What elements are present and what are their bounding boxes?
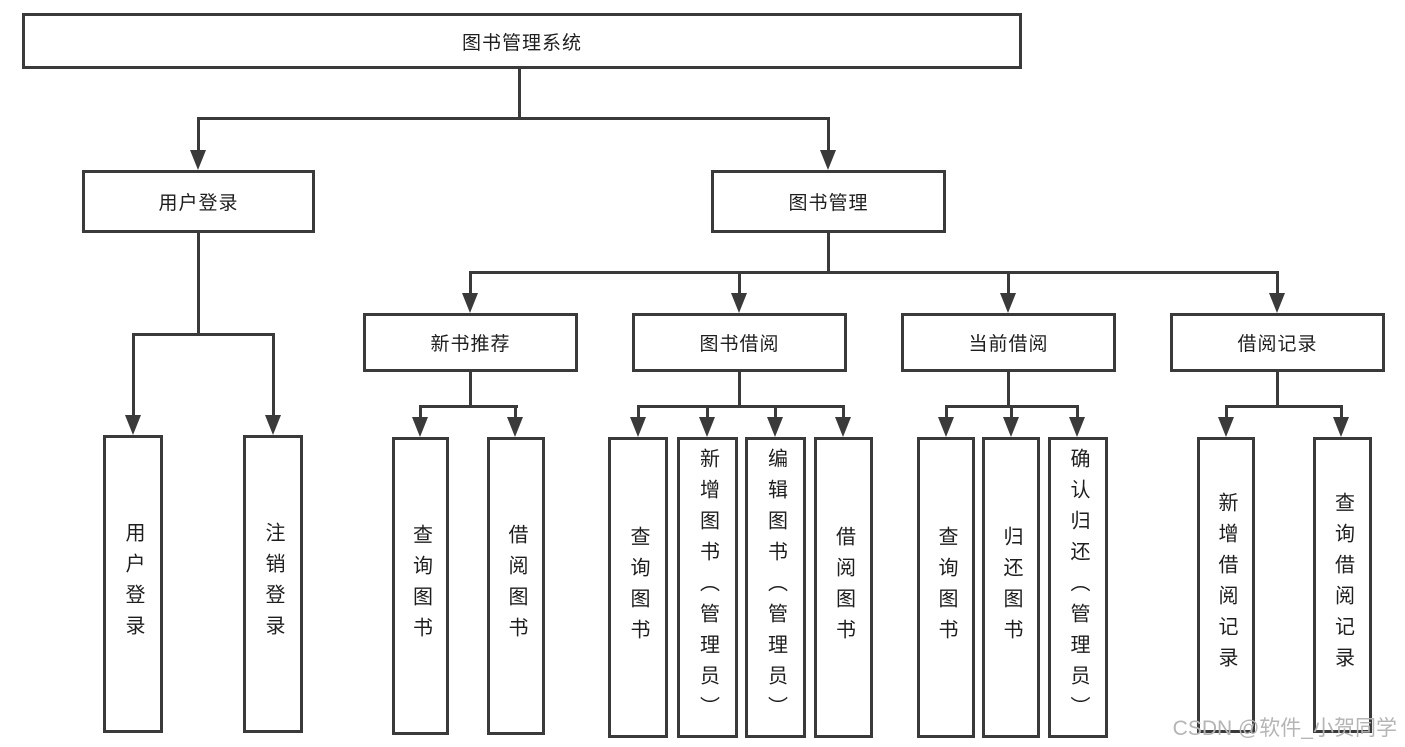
leaf-label: 归还图书	[1000, 525, 1022, 650]
node-label: 借阅记录	[1237, 334, 1318, 355]
connector-line	[706, 405, 709, 419]
connector-line	[738, 271, 741, 295]
connector-line	[1276, 372, 1279, 407]
arrowhead-down-icon	[699, 417, 715, 437]
connector-line	[1276, 271, 1279, 295]
connector-line	[132, 333, 275, 336]
connector-line	[637, 405, 845, 408]
connector-line	[1076, 405, 1079, 419]
connector-line	[842, 405, 845, 419]
node-book-management: 图书管理	[711, 170, 946, 233]
leaf-confirm-return-admin: 确认归还（管理员）	[1048, 437, 1108, 738]
leaf-label: 新增借阅记录	[1215, 492, 1237, 678]
node-label: 新书推荐	[430, 334, 511, 355]
arrowhead-down-icon	[462, 293, 478, 313]
leaf-label: 查询图书	[409, 524, 432, 648]
leaf-label: 查询借阅记录	[1331, 492, 1354, 678]
node-user-login: 用户登录	[82, 170, 315, 233]
leaf-label: 查询图书	[935, 525, 957, 650]
csdn-watermark: CSDN @软件_小贺同学	[1172, 717, 1397, 740]
connector-line	[637, 405, 640, 419]
node-new-book-recommendation: 新书推荐	[363, 313, 578, 372]
connector-line	[738, 372, 741, 407]
node-label: 用户登录	[158, 193, 239, 214]
connector-line	[1007, 372, 1010, 407]
connector-line	[469, 271, 1279, 274]
leaf-label: 确认归还（管理员）	[1067, 448, 1089, 727]
node-book-management-system: 图书管理系统	[22, 13, 1022, 69]
arrowhead-down-icon	[630, 417, 646, 437]
arrowhead-down-icon	[1333, 417, 1349, 437]
connector-line	[827, 117, 830, 154]
arrowhead-down-icon	[1003, 417, 1019, 437]
node-label: 当前借阅	[968, 334, 1049, 355]
leaf-query-books: 查询图书	[392, 437, 449, 735]
arrowhead-down-icon	[507, 417, 523, 437]
connector-line	[469, 372, 472, 407]
arrowhead-down-icon	[1218, 417, 1234, 437]
arrowhead-down-icon	[1269, 293, 1285, 313]
leaf-edit-books-admin: 编辑图书（管理员）	[745, 437, 806, 738]
leaf-add-books-admin: 新增图书（管理员）	[677, 437, 738, 738]
node-label: 图书管理系统	[461, 32, 582, 54]
leaf-borrow-books: 借阅图书	[487, 437, 545, 735]
arrowhead-down-icon	[1069, 417, 1085, 437]
node-current-borrowing: 当前借阅	[901, 313, 1116, 372]
connector-line	[827, 233, 830, 273]
leaf-label: 用户登录	[122, 522, 144, 646]
connector-line	[774, 405, 777, 419]
leaf-label: 借阅图书	[505, 524, 527, 648]
leaf-label: 新增图书（管理员）	[696, 448, 719, 727]
arrowhead-down-icon	[835, 417, 851, 437]
node-label: 图书借阅	[699, 334, 780, 355]
leaf-add-borrow-record: 新增借阅记录	[1197, 437, 1255, 733]
leaf-label: 查询图书	[627, 525, 649, 650]
connector-line	[469, 271, 472, 295]
connector-line	[419, 405, 518, 408]
leaf-logout: 注销登录	[243, 435, 303, 733]
arrowhead-down-icon	[412, 417, 428, 437]
connector-line	[272, 333, 275, 417]
node-borrowing-records: 借阅记录	[1170, 313, 1385, 372]
leaf-label: 借阅图书	[832, 525, 855, 650]
connector-line	[132, 333, 135, 417]
leaf-borrow-books-2: 借阅图书	[814, 437, 873, 738]
arrowhead-down-icon	[938, 417, 954, 437]
arrowhead-down-icon	[731, 293, 747, 313]
arrowhead-down-icon	[1000, 293, 1016, 313]
node-label: 图书管理	[788, 193, 869, 214]
arrowhead-down-icon	[820, 150, 836, 170]
leaf-query-books-2: 查询图书	[608, 437, 668, 738]
connector-line	[514, 405, 517, 419]
connector-line	[197, 233, 200, 335]
connector-line	[518, 69, 521, 119]
connector-line	[1225, 405, 1228, 419]
connector-line	[1340, 405, 1343, 419]
connector-line	[197, 117, 200, 154]
leaf-label: 注销登录	[262, 522, 284, 646]
leaf-return-books: 归还图书	[982, 437, 1040, 738]
arrowhead-down-icon	[125, 415, 141, 435]
leaf-query-borrow-record: 查询借阅记录	[1313, 437, 1372, 733]
connector-line	[419, 405, 422, 419]
connector-line	[197, 117, 830, 120]
node-book-borrowing: 图书借阅	[632, 313, 847, 372]
connector-line	[1007, 271, 1010, 295]
arrowhead-down-icon	[265, 415, 281, 435]
leaf-user-login: 用户登录	[103, 435, 163, 733]
arrowhead-down-icon	[767, 417, 783, 437]
connector-line	[945, 405, 948, 419]
connector-line	[1010, 405, 1013, 419]
connector-line	[1225, 405, 1343, 408]
leaf-label: 编辑图书（管理员）	[764, 448, 787, 727]
leaf-query-books-3: 查询图书	[917, 437, 975, 738]
arrowhead-down-icon	[190, 150, 206, 170]
